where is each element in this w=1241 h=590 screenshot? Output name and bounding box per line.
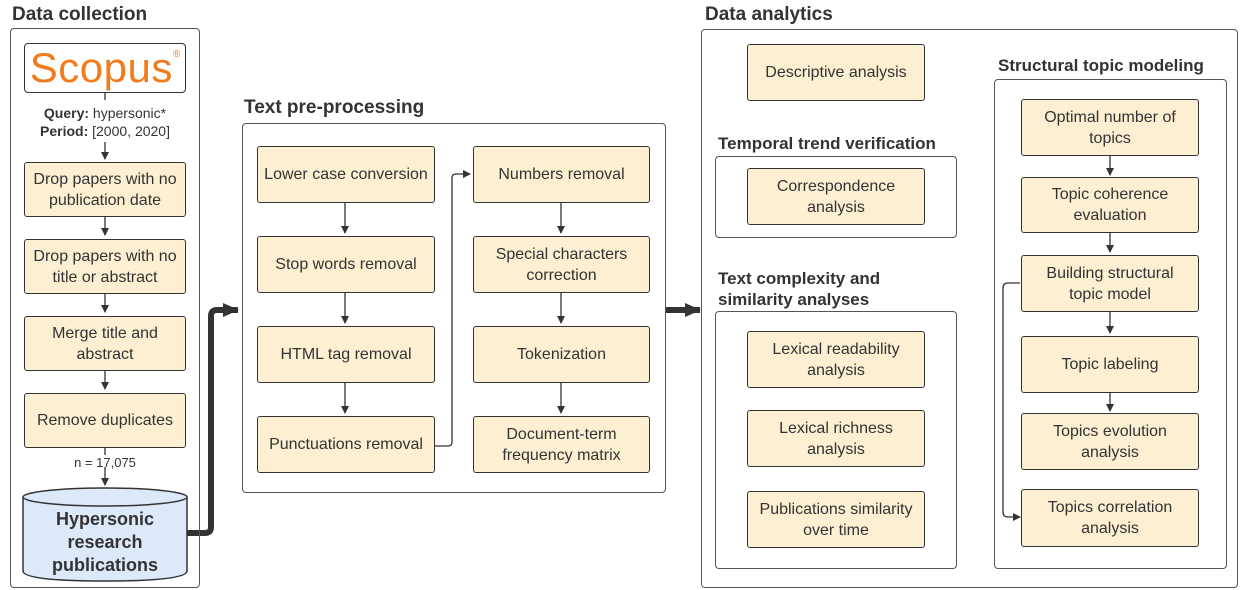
text-preprocessing-frame [242,123,666,493]
period-label: Period: [40,123,89,139]
step-special-characters-correction: Special characters correction [473,236,650,293]
section-title-data-collection: Data collection [12,4,148,25]
section-title-data-analytics: Data analytics [705,4,833,25]
data-analytics-frame [701,29,1238,588]
step-publications-similarity: Publications similarity over time [747,491,925,548]
step-optimal-number-of-topics: Optimal number of topics [1021,99,1199,156]
step-punctuations-removal: Punctuations removal [257,416,435,473]
database-label: Hypersonic research publications [51,509,158,575]
query-value: hypersonic* [92,105,167,121]
group-title-structural-topic-modeling: Structural topic modeling [998,56,1204,75]
step-html-tag-removal: HTML tag removal [257,326,435,383]
step-topic-coherence: Topic coherence evaluation [1021,177,1199,233]
step-stop-words-removal: Stop words removal [257,236,435,293]
data-collection-frame [10,28,200,588]
section-title-text-preprocessing: Text pre-processing [244,97,425,118]
query-info: Query: hypersonic* Period: [2000, 2020] [14,104,196,140]
step-building-stm: Building structural topic model [1021,255,1199,312]
temporal-trend-frame [715,156,957,238]
step-lexical-richness: Lexical richness analysis [747,410,925,467]
step-topics-correlation: Topics correlation analysis [1021,489,1199,547]
database-cylinder-icon [22,487,188,582]
step-remove-duplicates: Remove duplicates [24,393,186,448]
group-title-text-complexity: Text complexity and similarity analyses [718,269,881,309]
text-complexity-frame [715,311,957,569]
step-descriptive-analysis: Descriptive analysis [747,44,925,101]
step-document-term-matrix: Document-term frequency matrix [473,416,650,473]
step-topic-labeling: Topic labeling [1021,336,1199,393]
step-drop-no-date: Drop papers with no publication date [24,162,186,217]
group-title-temporal-trend: Temporal trend verification [718,134,936,153]
period-value: [2000, 2020] [92,123,170,139]
step-lower-case-conversion: Lower case conversion [257,146,435,203]
step-tokenization: Tokenization [473,326,650,383]
step-topics-evolution: Topics evolution analysis [1021,413,1199,470]
step-correspondence-analysis: Correspondence analysis [747,168,925,225]
scopus-registered-mark: ® [172,48,181,60]
record-count: n = 17,075 [74,455,136,470]
query-label: Query: [43,105,90,121]
scopus-logo: Scopus® [24,43,186,93]
step-numbers-removal: Numbers removal [473,146,650,203]
step-merge-title-abstract: Merge title and abstract [24,316,186,371]
step-lexical-readability: Lexical readability analysis [747,331,925,388]
structural-topic-modeling-frame [994,79,1227,569]
step-drop-no-title: Drop papers with no title or abstract [24,239,186,294]
scopus-logo-text: Scopus [29,44,173,91]
